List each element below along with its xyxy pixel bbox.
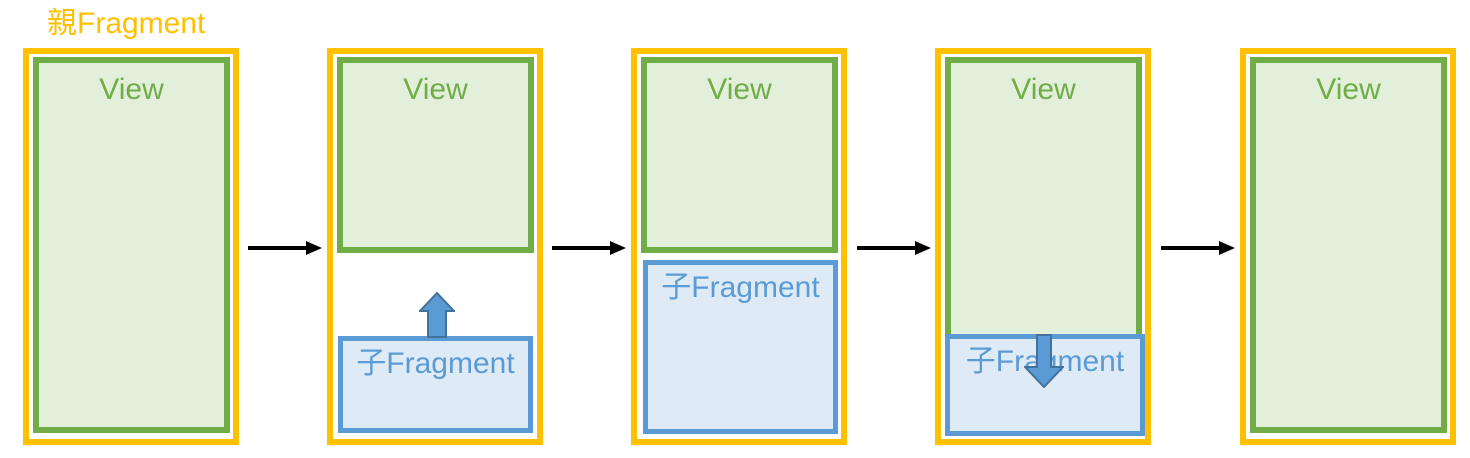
slide-up-arrow-icon xyxy=(419,292,455,338)
flow-arrow-icon xyxy=(248,241,322,255)
view-box: View xyxy=(33,57,230,433)
parent-fragment-panel-1: View xyxy=(23,48,239,445)
view-box: View xyxy=(1250,57,1447,433)
slide-down-arrow-icon xyxy=(1024,334,1064,388)
view-box: View xyxy=(337,57,534,253)
parent-fragment-panel-5: View xyxy=(1240,48,1456,445)
view-label: View xyxy=(1316,73,1381,106)
parent-fragment-title: 親Fragment xyxy=(47,7,206,40)
flow-arrow-icon xyxy=(1161,241,1235,255)
view-label: View xyxy=(1011,73,1076,106)
view-label: View xyxy=(99,73,164,106)
parent-fragment-panel-3: View 子Fragment xyxy=(631,48,847,445)
child-fragment-label: 子Fragment xyxy=(661,271,820,304)
flow-arrow-icon xyxy=(857,241,931,255)
parent-fragment-panel-4: View 子Fragment xyxy=(935,48,1151,445)
parent-fragment-panel-2: View 子Fragment xyxy=(327,48,543,445)
flow-arrow-icon xyxy=(552,241,626,255)
child-fragment-label: 子Fragment xyxy=(356,347,515,380)
view-box: View xyxy=(641,57,838,253)
view-label: View xyxy=(403,73,468,106)
child-fragment-box: 子Fragment xyxy=(643,260,838,434)
view-label: View xyxy=(707,73,772,106)
child-fragment-box: 子Fragment xyxy=(338,336,533,433)
